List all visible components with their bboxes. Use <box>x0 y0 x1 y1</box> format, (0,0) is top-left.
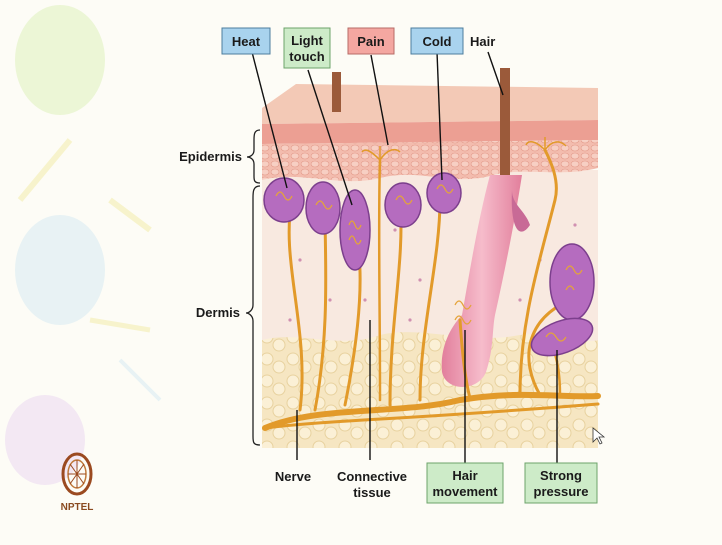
pressure-receptor-1 <box>550 244 594 320</box>
light-touch-receptor-2 <box>340 190 370 270</box>
light-touch-receptor-1 <box>306 182 340 234</box>
svg-text:NPTEL: NPTEL <box>61 502 94 513</box>
svg-text:pressure: pressure <box>534 484 589 499</box>
layer-brackets <box>246 130 260 445</box>
label-connective-tissue-2: tissue <box>353 485 391 500</box>
label-cold: Cold <box>411 28 463 54</box>
dermis-bracket <box>246 186 260 445</box>
label-pain: Pain <box>348 28 394 54</box>
svg-text:Cold: Cold <box>423 34 452 49</box>
hair-shaft-left <box>332 72 341 112</box>
svg-text:Strong: Strong <box>540 468 582 483</box>
epidermis-bracket <box>247 130 260 183</box>
label-connective-tissue-1: Connective <box>337 469 407 484</box>
svg-text:touch: touch <box>289 49 324 64</box>
label-hair: Hair <box>470 34 495 49</box>
label-epidermis: Epidermis <box>179 149 242 164</box>
skin-surface <box>262 84 598 124</box>
cold-receptor-1 <box>385 183 421 227</box>
svg-text:Pain: Pain <box>357 34 385 49</box>
svg-text:Light: Light <box>291 33 323 48</box>
label-heat: Heat <box>222 28 270 54</box>
hair-shaft <box>500 68 510 188</box>
skin-cross-section <box>262 68 598 448</box>
label-light-touch: Light touch <box>284 28 330 68</box>
balloon-icon <box>5 5 160 485</box>
label-strong-pressure: Strong pressure <box>525 463 597 503</box>
heat-receptor <box>264 178 304 222</box>
svg-text:Heat: Heat <box>232 34 261 49</box>
svg-text:Hair: Hair <box>452 468 477 483</box>
label-nerve: Nerve <box>275 469 311 484</box>
nptel-logo: NPTEL <box>61 454 94 513</box>
label-dermis: Dermis <box>196 305 240 320</box>
svg-text:movement: movement <box>432 484 498 499</box>
label-hair-movement: Hair movement <box>427 463 503 503</box>
cold-receptor <box>427 173 461 213</box>
